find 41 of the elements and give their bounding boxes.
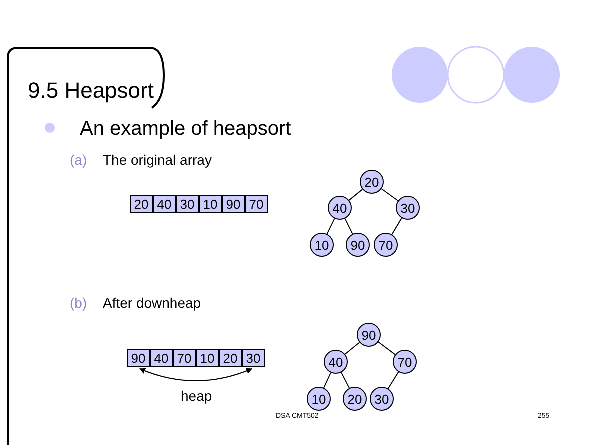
tree-edge — [324, 372, 332, 389]
array-cell: 30 — [176, 195, 199, 213]
tree-edge — [344, 218, 354, 235]
item-text: After downheap — [103, 296, 202, 310]
tree-node: 20 — [343, 387, 367, 411]
array-cell: 30 — [242, 349, 265, 367]
bullet-text: An example of heapsort — [80, 119, 292, 139]
array-cell: 20 — [219, 349, 242, 367]
array-cell: 40 — [153, 195, 176, 213]
array-cell: 10 — [196, 349, 219, 367]
tree-node: 90 — [357, 323, 381, 347]
tree-edge — [348, 189, 364, 201]
tree-node: 30 — [396, 196, 420, 220]
tree-edge — [381, 188, 399, 202]
tree-node: 40 — [328, 196, 352, 220]
array-cell: 70 — [173, 349, 196, 367]
tree-node: 90 — [346, 233, 370, 257]
item-marker: (b) — [70, 296, 88, 310]
array-cell: 40 — [150, 349, 173, 367]
tree-node: 20 — [360, 170, 384, 194]
tree-edge — [340, 372, 350, 389]
array-cell: 70 — [245, 195, 268, 213]
tree-edge — [326, 218, 336, 235]
array-cell: 90 — [222, 195, 245, 213]
tree-edge — [392, 218, 402, 236]
tree-node: 70 — [393, 350, 417, 374]
item-marker: (a) — [70, 153, 88, 167]
bracket-label: heap — [181, 389, 212, 403]
array-cell: 10 — [199, 195, 222, 213]
tree-node: 70 — [374, 233, 398, 257]
array-cell: 20 — [130, 195, 153, 213]
tree-edge — [388, 372, 400, 390]
tree-edge — [344, 342, 360, 355]
item-text: The original array — [103, 153, 212, 167]
tree-node: 10 — [310, 233, 334, 257]
tree-node: 30 — [370, 387, 394, 411]
tree-node: 40 — [324, 350, 348, 374]
tree-node: 10 — [307, 387, 331, 411]
slide-title: 9.5 Heapsort — [28, 80, 154, 102]
tree-edge — [378, 342, 396, 356]
array-cell: 90 — [127, 349, 150, 367]
